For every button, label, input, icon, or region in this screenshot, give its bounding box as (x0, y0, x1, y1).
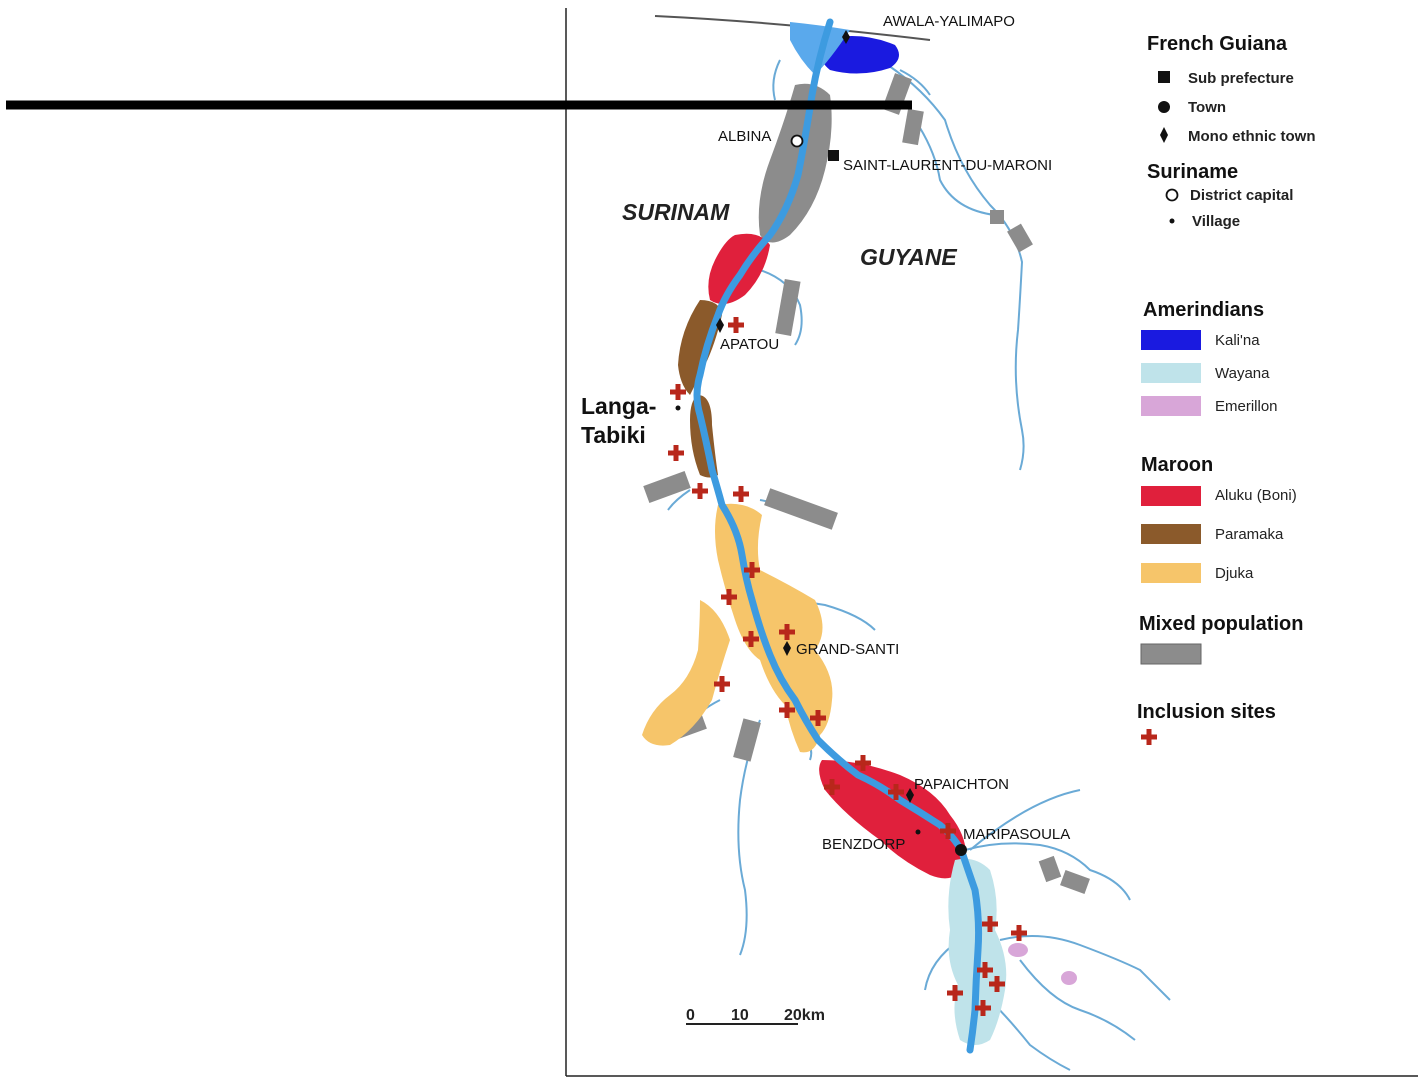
scale-label-0: 0 (686, 1007, 695, 1024)
mono-ethnic-marker-apatou (716, 318, 724, 333)
label-awala: AWALA-YALIMAPO (883, 13, 1015, 30)
legend-title-maroon: Maroon (1141, 454, 1213, 476)
legend-district-capital: District capital (1190, 187, 1293, 204)
legend-emerillon-swatch (1141, 396, 1201, 416)
legend-village: Village (1192, 213, 1240, 230)
legend-title-french-guiana: French Guiana (1147, 33, 1288, 55)
legend-aluku: Aluku (Boni) (1215, 487, 1297, 504)
coastline (654, 15, 931, 41)
inclusion-site-marker (670, 384, 686, 400)
legend-mixed-swatch (1140, 643, 1202, 665)
legend-sub-prefecture: Sub prefecture (1188, 70, 1294, 87)
scale-bar: 0 10 20km (686, 1007, 825, 1025)
legend-title-inclusion: Inclusion sites (1137, 701, 1276, 723)
legend-title-amerindians: Amerindians (1143, 299, 1264, 321)
label-surinam: SURINAM (622, 199, 730, 225)
legend-emerillon: Emerillon (1215, 398, 1278, 415)
inclusion-site-marker (692, 483, 708, 499)
inclusion-site-marker (744, 562, 760, 578)
inclusion-site-marker (940, 823, 956, 839)
district-capital-marker-albina (790, 134, 804, 148)
legend-town: Town (1188, 99, 1226, 116)
emerillon-areas (1008, 943, 1077, 985)
label-grand-santi: GRAND-SANTI (796, 641, 899, 658)
legend-district-capital-symbol (1165, 188, 1179, 202)
legend-aluku-swatch (1141, 486, 1201, 506)
inclusion-site-marker (779, 624, 795, 640)
legend-wayana: Wayana (1215, 365, 1270, 382)
legend-kalina: Kali'na (1215, 332, 1260, 349)
label-saint-laurent: SAINT-LAURENT-DU-MARONI (843, 157, 1052, 174)
label-langa-1: Langa- (581, 393, 656, 419)
legend-mono-ethnic-symbol (1160, 127, 1168, 143)
town-marker-maripasoula (955, 844, 967, 856)
inclusion-site-marker (1011, 925, 1027, 941)
inclusion-site-marker (810, 710, 826, 726)
inclusion-site-marker (855, 755, 871, 771)
inclusion-site-marker (888, 784, 904, 800)
village-marker-benzdorp (915, 829, 921, 835)
inclusion-sites (668, 317, 1027, 1016)
legend-inclusion-symbol (1141, 729, 1157, 745)
label-albina: ALBINA (718, 128, 771, 145)
kalina-area (819, 36, 899, 74)
maroni-river (693, 18, 983, 1054)
inclusion-site-marker (989, 976, 1005, 992)
label-apatou: APATOU (720, 336, 779, 353)
legend-mono-ethnic: Mono ethnic town (1188, 128, 1315, 145)
legend-inclusion-cross (1141, 729, 1157, 745)
inclusion-site-marker (982, 916, 998, 932)
mono-ethnic-marker-awala (842, 30, 850, 44)
legend-djuka: Djuka (1215, 565, 1254, 582)
inclusion-site-marker (714, 676, 730, 692)
label-guyane: GUYANE (860, 244, 957, 270)
mono-ethnic-marker-grand-santi (783, 641, 791, 656)
legend-town-symbol (1158, 101, 1170, 113)
legend: French Guiana Sub prefecture Town Mono e… (1137, 33, 1315, 745)
inclusion-site-marker (743, 631, 759, 647)
scale-label-20: 20km (784, 1007, 825, 1024)
label-papaichton: PAPAICHTON (914, 776, 1009, 793)
inclusion-site-marker (728, 317, 744, 333)
scale-label-10: 10 (731, 1007, 749, 1024)
label-maripasoula: MARIPASOULA (963, 826, 1070, 843)
inclusion-site-marker (668, 445, 684, 461)
mono-ethnic-marker-papaichton (906, 788, 914, 803)
label-langa-2: Tabiki (581, 422, 646, 448)
inclusion-site-marker (721, 589, 737, 605)
legend-paramaka-swatch (1141, 524, 1201, 544)
legend-title-suriname: Suriname (1147, 161, 1238, 183)
legend-village-symbol (1169, 218, 1175, 224)
inclusion-site-marker (977, 962, 993, 978)
legend-paramaka: Paramaka (1215, 526, 1284, 543)
legend-title-mixed: Mixed population (1139, 613, 1303, 635)
legend-wayana-swatch (1141, 363, 1201, 383)
legend-sub-prefecture-symbol (1158, 71, 1170, 83)
label-benzdorp: BENZDORP (822, 836, 905, 853)
inclusion-site-marker (779, 702, 795, 718)
legend-kalina-swatch (1141, 330, 1201, 350)
village-marker-langa (675, 405, 681, 411)
inclusion-site-marker (975, 1000, 991, 1016)
inclusion-site-marker (733, 486, 749, 502)
inclusion-site-marker (824, 779, 840, 795)
legend-djuka-swatch (1141, 563, 1201, 583)
inclusion-site-marker (947, 985, 963, 1001)
sub-prefecture-marker (828, 150, 839, 161)
